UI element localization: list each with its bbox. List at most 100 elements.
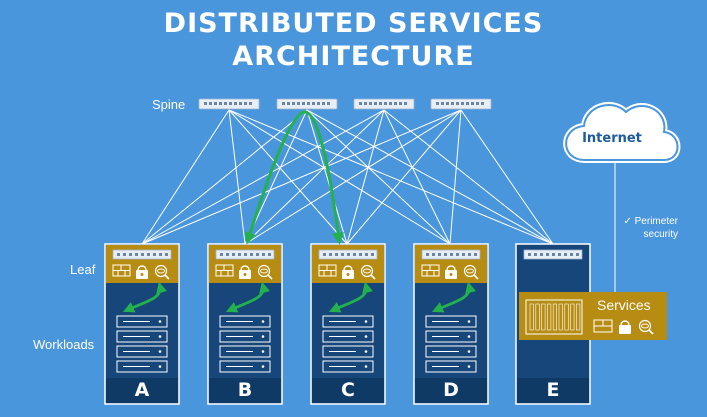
switch-port	[327, 102, 330, 105]
switch-port	[528, 253, 531, 256]
server-icon	[425, 330, 477, 343]
spine-leaf-link	[228, 109, 348, 245]
server-icon	[219, 315, 271, 328]
diagram-title-line2: ARCHITECTURE	[232, 41, 475, 72]
switch-port	[369, 102, 372, 105]
eye-shape	[466, 268, 474, 274]
spine-switch-icon	[198, 98, 260, 110]
magnifier-ring	[360, 264, 374, 278]
switch-port	[474, 253, 477, 256]
chassis-slot	[529, 303, 534, 331]
server-icon	[322, 360, 374, 373]
switch-port	[224, 102, 227, 105]
eye-search-icon	[360, 264, 376, 280]
east-west-arrow	[431, 281, 477, 313]
switch-port	[220, 253, 223, 256]
east-west-arrow	[122, 281, 168, 313]
server-icon	[425, 315, 477, 328]
switch-port	[471, 102, 474, 105]
switch-port	[353, 253, 356, 256]
switch-port	[165, 253, 168, 256]
switch-port	[123, 253, 126, 256]
switch-port	[292, 102, 295, 105]
spine-leaf-link	[306, 109, 451, 245]
switch-port	[335, 253, 338, 256]
services-module	[519, 292, 667, 340]
lock-shackle	[343, 265, 353, 271]
switch-icon	[112, 249, 172, 260]
switch-port	[159, 253, 162, 256]
switch-port	[229, 102, 232, 105]
switch-port	[219, 102, 222, 105]
magnifier-ring	[154, 264, 168, 278]
spine-leaf-link	[346, 109, 385, 245]
spine-leaf-link	[244, 109, 462, 245]
rack-d-label: D	[443, 379, 459, 401]
eye-search-icon	[638, 319, 654, 335]
eye-shape	[363, 268, 371, 274]
lock-body	[619, 325, 631, 334]
spine-leaf-link	[460, 109, 554, 245]
rack-label-strip	[106, 378, 178, 403]
server-led	[467, 365, 471, 368]
rack-d	[413, 243, 489, 405]
switch-port	[446, 102, 449, 105]
switch-port	[238, 253, 241, 256]
server-led	[364, 320, 368, 323]
firewall-icon	[593, 319, 613, 333]
switch-port	[426, 253, 429, 256]
chassis-slot	[535, 303, 540, 331]
spine-leaf-link	[383, 109, 451, 245]
chassis-slot	[564, 303, 569, 331]
switch-port	[558, 253, 561, 256]
switch-port	[404, 102, 407, 105]
magnifier-handle	[648, 329, 654, 335]
switch-icon	[421, 249, 481, 260]
cloud-icon	[563, 101, 681, 163]
server-frame	[116, 345, 168, 358]
switch-port	[347, 253, 350, 256]
switch-port	[546, 253, 549, 256]
switch-port	[450, 253, 453, 256]
switch-port	[364, 102, 367, 105]
chassis-frame	[525, 299, 583, 335]
switch-port	[268, 253, 271, 256]
switch-port	[317, 102, 320, 105]
rack-c	[310, 243, 386, 405]
server-led	[158, 335, 162, 338]
switch-port	[359, 253, 362, 256]
server-frame	[425, 345, 477, 358]
switch-port	[444, 253, 447, 256]
lock-icon	[136, 265, 148, 279]
server-frame	[219, 345, 271, 358]
chassis-slot	[570, 303, 575, 331]
server-led	[158, 350, 162, 353]
server-icon	[322, 315, 374, 328]
east-west-arrow	[328, 281, 374, 313]
internet-label: Internet	[582, 131, 642, 146]
lock-keyhole	[346, 273, 350, 276]
server-icon	[219, 330, 271, 343]
spine-leaf-link	[141, 109, 462, 245]
server-frame	[322, 345, 374, 358]
switch-port	[441, 102, 444, 105]
magnifier-handle	[370, 274, 376, 280]
rack-label-strip	[517, 378, 589, 403]
chassis-slot	[576, 303, 581, 331]
switch-port	[297, 102, 300, 105]
eye-shape	[157, 268, 165, 274]
switch-port	[540, 253, 543, 256]
firewall-icon	[112, 264, 131, 277]
server-led	[158, 320, 162, 323]
switch-port	[468, 253, 471, 256]
server-led	[261, 350, 265, 353]
server-led	[467, 335, 471, 338]
rack-label-strip	[415, 378, 487, 403]
eye-search-icon	[257, 264, 273, 280]
firewall-icon	[421, 264, 440, 277]
switch-port	[244, 102, 247, 105]
switch-port	[239, 102, 242, 105]
rack-label-strip	[209, 378, 281, 403]
cloud-inner	[565, 103, 679, 161]
server-led	[158, 365, 162, 368]
